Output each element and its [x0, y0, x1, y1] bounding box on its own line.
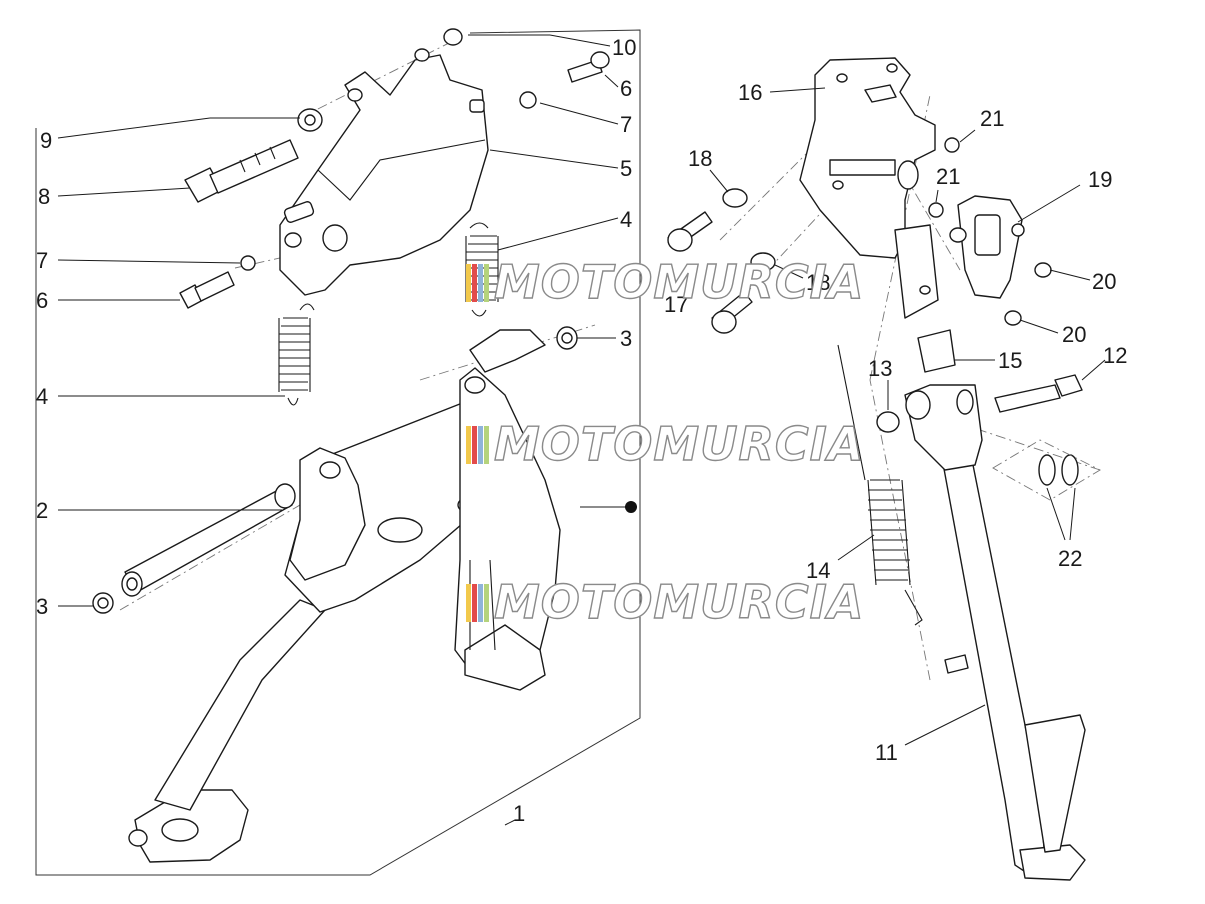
callout-3-right: 3	[620, 326, 632, 351]
callout-19: 19	[1088, 167, 1112, 192]
callout-12: 12	[1103, 343, 1127, 368]
callout-21-bottom: 21	[936, 164, 960, 189]
callout-20-bottom: 20	[1062, 322, 1086, 347]
callout-10: 10	[612, 35, 636, 60]
side-stand	[904, 384, 1086, 881]
watermark-text: MOTOMURCIA	[494, 417, 864, 471]
pivot-bolt	[876, 374, 1083, 433]
side-stand-switch	[949, 195, 1025, 299]
circlips	[992, 439, 1101, 501]
washers	[92, 326, 578, 614]
return-spring	[837, 344, 969, 674]
watermark-middle: MOTOMURCIA	[466, 416, 864, 472]
callout-18-top: 18	[688, 146, 712, 171]
watermark-stripes	[466, 584, 489, 622]
callout-labels: 1 2 3 3 4 4 5 6 6 7 7 8 9 10 11 12 13 14…	[36, 35, 1127, 826]
callout-3-left: 3	[36, 594, 48, 619]
fasteners-left	[179, 28, 610, 309]
callout-2: 2	[36, 498, 48, 523]
leader-lines	[57, 34, 1106, 826]
callout-7-right: 7	[620, 112, 632, 137]
callout-22: 22	[1058, 546, 1082, 571]
callout-21-top: 21	[980, 106, 1004, 131]
fasteners-right	[667, 137, 1052, 334]
callout-18-bottom: 18	[806, 270, 830, 295]
callout-6-left: 6	[36, 288, 48, 313]
assembly-frame	[35, 29, 641, 876]
watermark-text: MOTOMURCIA	[494, 575, 864, 629]
watermark-stripes	[466, 426, 489, 464]
reference-dot	[625, 501, 637, 513]
callout-11: 11	[875, 740, 898, 765]
callout-13: 13	[868, 356, 892, 381]
callout-4-left: 4	[36, 384, 48, 409]
side-plate	[799, 57, 936, 259]
callout-4-right: 4	[620, 207, 632, 232]
callout-7-left: 7	[36, 248, 48, 273]
watermark-stripes	[466, 264, 489, 302]
watermark-bottom: MOTOMURCIA	[466, 574, 864, 630]
callout-1: 1	[513, 801, 525, 826]
callout-17: 17	[664, 292, 688, 317]
callout-8: 8	[38, 184, 50, 209]
mounting-bracket	[279, 48, 489, 296]
watermark-text: MOTOMURCIA	[494, 255, 864, 309]
pivot-pin	[121, 483, 296, 597]
callout-15: 15	[998, 348, 1022, 373]
callout-16: 16	[738, 80, 762, 105]
callout-6-right: 6	[620, 76, 632, 101]
rubber-pad	[894, 224, 956, 373]
callout-5: 5	[620, 156, 632, 181]
watermark-top: MOTOMURCIA	[466, 254, 864, 310]
callout-20-top: 20	[1092, 269, 1116, 294]
callout-9: 9	[40, 128, 52, 153]
callout-14: 14	[806, 558, 830, 583]
